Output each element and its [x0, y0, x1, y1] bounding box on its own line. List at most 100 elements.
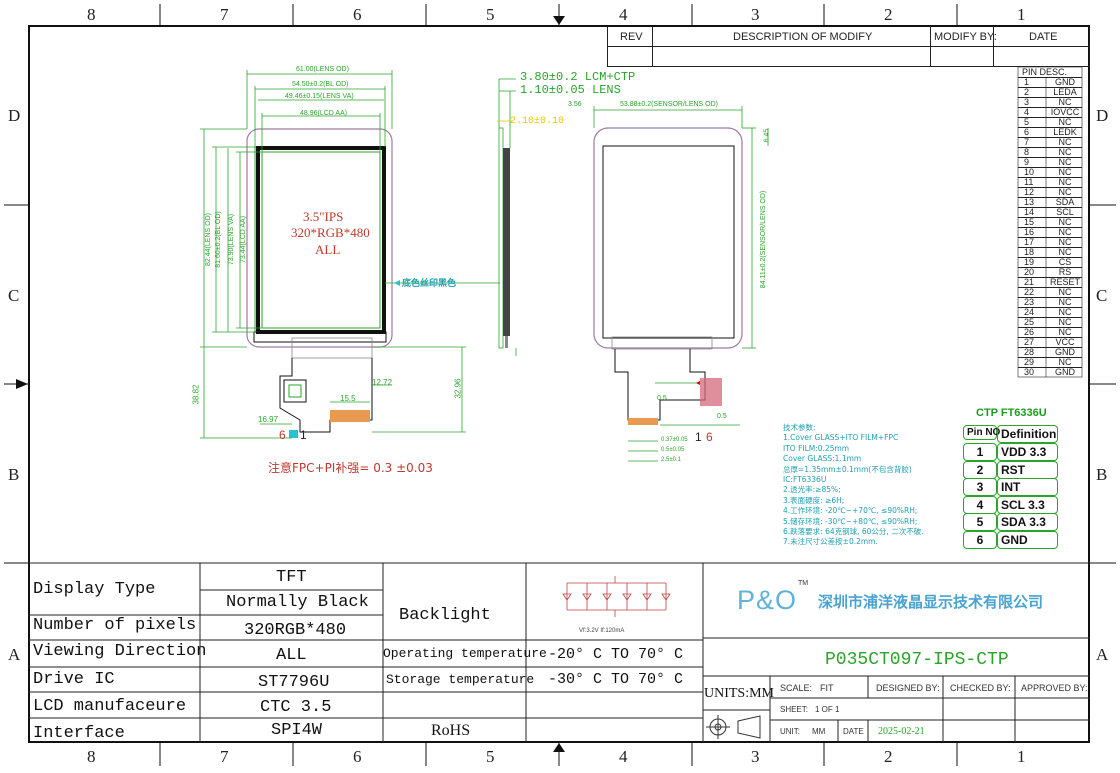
screen-view-label: ALL: [315, 242, 341, 257]
logo-trademark: TM: [798, 580, 809, 587]
pin-row-divider: [1018, 317, 1082, 318]
pin-description: NC: [1058, 167, 1072, 177]
lens-thickness-label: 1.10±0.05 LENS: [520, 83, 621, 97]
spec-value-interface: SPI4W: [271, 721, 323, 740]
pin-row-divider: [1018, 347, 1082, 348]
tech-note-line: 3.表面硬度: ≥6H;: [783, 495, 845, 505]
dim-bl-od-width: 54.50±0.2(BL OD): [292, 81, 349, 88]
zone-bottom-1: 1: [1017, 747, 1026, 766]
pin-description: IOVCC: [1050, 107, 1080, 117]
ctp-pin-number: 5: [963, 513, 997, 531]
stiffener-note: 注意FPC+PI补强= 0.3 ±0.03: [268, 461, 433, 475]
screen-size-label: 3.5"IPS: [303, 209, 344, 224]
pin-number: 15: [1024, 217, 1035, 227]
pin-row-divider: [1018, 157, 1082, 158]
pin-description: SDA: [1055, 197, 1075, 207]
pin-description: SCL: [1056, 207, 1074, 217]
pin-number: 4: [1024, 107, 1030, 117]
zone-right-c: C: [1096, 286, 1108, 305]
date-label: DATE: [843, 727, 864, 736]
zone-left-c: C: [8, 286, 20, 305]
designed-by-label: DESIGNED BY:: [876, 683, 940, 693]
pin-row-divider: [1018, 197, 1082, 198]
dim-15-5: 15.5: [340, 394, 356, 403]
ctp-pin-number: 6: [963, 530, 997, 549]
pin-row-divider: [1018, 357, 1082, 358]
ctp-pin-number: 1: [963, 443, 997, 461]
pin-number: 10: [1024, 167, 1035, 177]
date-value: 2025-02-21: [878, 726, 925, 737]
pin-number: 12: [1024, 187, 1035, 197]
dim-0-5-a: 0.5: [657, 395, 667, 402]
tech-note-line: 1.Cover GLASS+ITO FILM+FPC: [783, 433, 899, 443]
ctp-header-definition: Definition: [997, 425, 1058, 443]
pin-number: 1: [1024, 77, 1030, 87]
tech-note-line: 总厚=1.35mm±0.1mm(不包含背胶): [783, 464, 912, 474]
pin-number: 16: [1024, 227, 1035, 237]
dim-32-96: 32.96: [453, 378, 463, 399]
dim-lens-od-width: 61.00(LENS OD): [296, 66, 349, 73]
pin-description: RESET: [1050, 277, 1081, 287]
tech-note-line: 4.工作环境: -20℃~+70℃, ≤90%RH;: [783, 506, 918, 516]
pin-number: 17: [1024, 237, 1035, 247]
pin-number: 25: [1024, 317, 1035, 327]
zone-top-5: 5: [486, 5, 495, 24]
pin-row-divider: [1018, 217, 1082, 218]
pin-number: 28: [1024, 347, 1035, 357]
pin-number: 27: [1024, 337, 1035, 347]
zone-bottom-6: 6: [353, 747, 362, 766]
pin-number: 14: [1024, 207, 1035, 217]
spec-value-drive-ic: ST7796U: [258, 673, 330, 692]
zone-right-b: B: [1096, 465, 1108, 484]
revision-col2: [930, 27, 931, 67]
pin-row-divider: [1018, 367, 1082, 368]
dim-6-45: 6.45: [763, 128, 771, 143]
zone-right-a: A: [1096, 645, 1109, 664]
spec-label-lcd-manufacture: LCD manufaceure: [33, 697, 187, 716]
pin-row-divider: [1018, 107, 1082, 108]
backlight-led-schematic: [562, 576, 671, 617]
fpc-pin-1-label: 1: [300, 428, 307, 442]
rohs-label: RoHS: [431, 722, 471, 739]
sheet-value: 1 OF 1: [815, 705, 840, 714]
pin-description: NC: [1058, 97, 1072, 107]
dim-2-5: 2.5±0.1: [661, 457, 681, 463]
pin-description: VCC: [1055, 337, 1075, 347]
spec-value-pixels: 320RGB*480: [244, 621, 347, 640]
ctp-pin-number: 2: [963, 460, 997, 479]
pin-description: NC: [1058, 327, 1072, 337]
unit-label: UNIT:: [780, 727, 800, 736]
pin-number: 19: [1024, 257, 1035, 267]
tech-note-line: 2.透光率:≥85%;: [783, 485, 841, 495]
pin-description: NC: [1058, 117, 1072, 127]
zone-top-7: 7: [220, 5, 229, 24]
pin-description: RS: [1058, 267, 1072, 277]
dim-lens-od-height: 82.44(LENS OD): [204, 213, 212, 266]
zone-top-2: 2: [884, 5, 893, 24]
zone-top-8: 8: [87, 5, 96, 24]
pin-row-divider: [1018, 307, 1082, 308]
ctp-pin-definition: GND: [997, 530, 1058, 549]
revision-col1: [652, 27, 653, 67]
storage-temp-value: -30° C TO 70° C: [548, 671, 684, 688]
ctp-pin-number: 4: [963, 495, 997, 514]
pin-row-divider: [1018, 207, 1082, 208]
tech-note-line: Cover GLASS:1.1mm: [783, 454, 862, 464]
rev-header: REV: [620, 31, 643, 43]
pin-description: NC: [1058, 177, 1072, 187]
spec-value-tft: TFT: [276, 568, 307, 587]
revision-table: [607, 27, 1090, 67]
side-view: [497, 78, 517, 356]
pin-row-divider: [1018, 227, 1082, 228]
pin-row-divider: [1018, 147, 1082, 148]
pin-row-divider: [1018, 127, 1082, 128]
pin-row-divider: [1018, 177, 1082, 178]
drawing-border: [28, 25, 1090, 743]
pin-number: 7: [1024, 137, 1030, 147]
dim-bl-od-height: 81.60±0.2(BL OD): [214, 211, 222, 268]
pin-description: NC: [1058, 247, 1072, 257]
zone-bottom-5: 5: [486, 747, 495, 766]
operating-temp-value: -20° C TO 70° C: [548, 646, 684, 663]
dim-lens-va-height: 73.90(LENS VA): [228, 213, 236, 266]
zone-top-4: 4: [619, 5, 628, 24]
